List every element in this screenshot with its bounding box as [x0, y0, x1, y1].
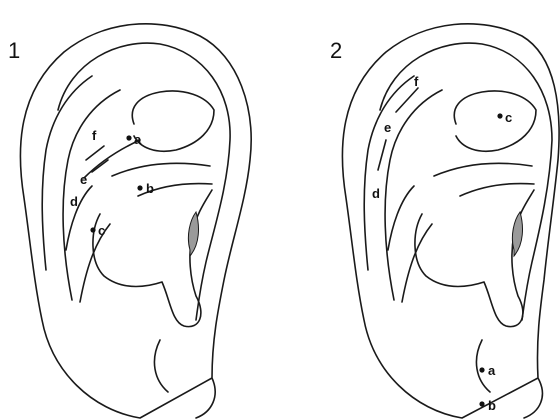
concha-ridge	[112, 163, 210, 176]
inner-line-2	[402, 224, 432, 302]
inner-line-1	[388, 186, 414, 250]
lobe-crease	[154, 340, 168, 392]
point-b-label: b	[488, 398, 496, 413]
panel-number-1: 1	[8, 38, 20, 63]
point-e-label: e	[80, 172, 87, 187]
point-c-label: c	[505, 110, 512, 125]
tragus-shade	[188, 212, 198, 256]
point-b-label: b	[146, 181, 154, 196]
mark-e-line	[378, 140, 386, 170]
point-e-label: e	[384, 120, 391, 135]
tragus-shade	[512, 212, 522, 256]
concha-lower	[415, 190, 534, 327]
antihelix-inner	[385, 90, 442, 300]
ear-outline-icon	[342, 24, 559, 418]
mark-f-line	[396, 88, 418, 112]
point-a-label: a	[488, 363, 496, 378]
point-b-dot	[479, 401, 484, 406]
point-d-label: d	[372, 186, 380, 201]
point-f-label: f	[92, 128, 97, 143]
point-a-dot	[126, 135, 131, 140]
helix-rim	[380, 43, 552, 320]
point-f-label: f	[414, 74, 419, 89]
point-c-dot	[90, 227, 95, 232]
ear-panel-2: 2 c d e f a b	[330, 24, 559, 418]
panel-number-2: 2	[330, 38, 342, 63]
point-c-label: c	[98, 223, 105, 238]
concha-ridge-2	[460, 184, 534, 197]
point-d-label: d	[70, 194, 78, 209]
ear-panel-1: 1 a b c d e f	[8, 24, 251, 418]
point-c-dot	[497, 113, 502, 118]
point-a-label: a	[134, 132, 142, 147]
mark-f-line	[86, 146, 104, 160]
concha-upper	[132, 91, 214, 151]
inner-line-2	[80, 224, 110, 302]
concha-ridge	[434, 163, 532, 176]
point-b-dot	[137, 185, 142, 190]
concha-lower	[93, 190, 212, 327]
point-a-dot	[479, 367, 484, 372]
concha-upper	[454, 91, 536, 151]
mark-e-line	[92, 160, 108, 172]
